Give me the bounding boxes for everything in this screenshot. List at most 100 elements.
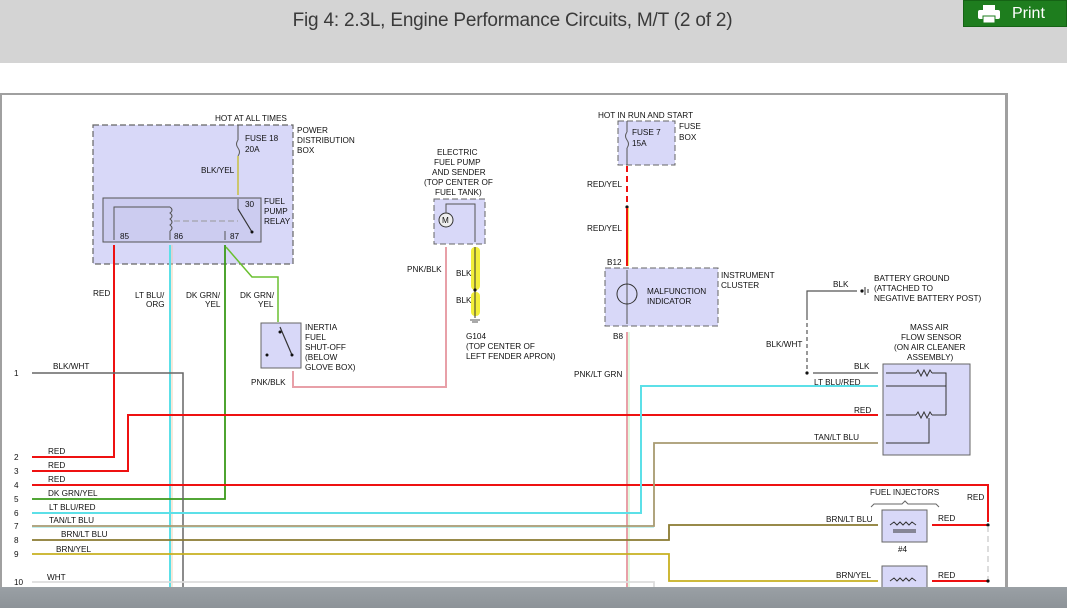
wire-3-red [32,414,878,472]
blk-label-1: BLK [456,269,472,278]
cluster-label-1: INSTRUMENT [721,271,775,280]
inj4-out-label: RED [938,514,955,523]
g104-location-2: LEFT FENDER APRON) [466,352,556,361]
pin-9-wire: BRN/YEL [56,545,91,554]
relay-switch-icon [237,208,253,233]
fuel-pump-relay [102,197,262,243]
pin-1-wire: BLK/WHT [53,362,89,371]
battery-ground: BLK BATTERY GROUND (ATTACHED TO NEGATIVE… [766,274,981,375]
pump-label-1: ELECTRIC [437,148,478,157]
pump-label-2: FUEL PUMP [434,158,481,167]
blk-label-2: BLK [456,296,472,305]
inj4-number: #4 [898,545,908,554]
pin-b12: B12 [607,258,622,267]
cluster-label-2: CLUSTER [721,281,759,290]
wire-red-85 [32,245,115,458]
pin-3-wire: RED [48,461,65,470]
maf-tan-ltblu-label: TAN/LT BLU [814,433,859,442]
relay-output-wires: RED LT BLU/ ORG DK GRN/ YEL DK GRN/ YEL [32,245,279,592]
pin-4-wire: RED [48,475,65,484]
fuse-18-icon [236,139,240,157]
bottom-scroll-bar [0,587,1067,608]
print-button[interactable]: Print [963,0,1067,27]
pnk-lt-grn-label: PNK/LT GRN [574,370,622,379]
hot-run-start-label: HOT IN RUN AND START [598,111,693,120]
relay-pin-30: 30 [245,200,255,209]
fuel-injectors: FUEL INJECTORS RED BRN/LT BLU RED #4 BRN… [826,488,990,597]
pcm-harness-wires [32,372,989,592]
fuse-18-label: FUSE 18 [245,134,279,143]
pin-2-wire: RED [48,447,65,456]
blk-yel-wire-label: BLK/YEL [201,166,235,175]
wire-7-tan-ltblu [32,442,878,527]
pin-10: 10 [14,578,24,587]
blk-wht-label: BLK/WHT [766,340,802,349]
dkgrn-label-2: YEL [205,300,221,309]
pin-3: 3 [14,467,19,476]
pin-7-wire: TAN/LT BLU [49,516,94,525]
wiring-diagram-svg: HOT AT ALL TIMES POWER DISTRIBUTION BOX … [14,111,990,597]
injectors-brace [870,500,940,508]
electric-fuel-pump: ELECTRIC FUEL PUMP AND SENDER (TOP CENTE… [407,148,556,361]
pin-7: 7 [14,522,19,531]
inertia-label-3: SHUT-OFF [305,343,346,352]
maf-label-3: (ON AIR CLEANER [894,343,966,352]
pnk-blk-label-inertia: PNK/BLK [251,378,286,387]
red-yel-label-1: RED/YEL [587,180,622,189]
print-label: Print [1012,4,1045,22]
relay-pin-86: 86 [174,232,184,241]
fuel-injectors-label: FUEL INJECTORS [870,488,940,497]
fuse-box-label-2: BOX [679,133,697,142]
ltblu-label-1: LT BLU/ [135,291,165,300]
pin-8-wire: BRN/LT BLU [61,530,108,539]
pin-b8: B8 [613,332,623,341]
pin-4: 4 [14,481,19,490]
inertia-switch-icon [279,326,293,356]
fuse-7-icon [625,131,629,149]
g104-label: G104 [466,332,486,341]
maf-ltblu-red-label: LT BLU/RED [814,378,861,387]
printer-icon [978,4,1000,23]
page-title: Fig 4: 2.3L, Engine Performance Circuits… [292,10,733,31]
relay-pin-87: 87 [230,232,240,241]
inertia-label-5: GLOVE BOX) [305,363,356,372]
red-bus-label: RED [967,493,984,502]
blk-ground-label: BLK [833,280,849,289]
ltblu-label-2: ORG [146,300,165,309]
instrument-cluster [604,267,719,327]
fuse-7-rating: 15A [632,139,647,148]
fuse-box-and-cluster: HOT IN RUN AND START FUSE 7 15A FUSE BOX… [574,111,775,592]
pin-10-wire: WHT [47,573,66,582]
pin-1: 1 [14,369,19,378]
maf-label-2: FLOW SENSOR [901,333,962,342]
battery-ground-label-1: BATTERY GROUND [874,274,950,283]
wire-1-blk-wht [32,372,184,592]
maf-red-label: RED [854,406,871,415]
mil-label-2: INDICATOR [647,297,691,306]
pin-6: 6 [14,509,19,518]
injector-4 [881,509,928,543]
inertia-fuel-shutoff: INERTIA FUEL SHUT-OFF (BELOW GLOVE BOX) … [251,247,447,388]
relay-label-2: PUMP [264,207,288,216]
maf-label-1: MASS AIR [910,323,949,332]
inertia-label-1: INERTIA [305,323,338,332]
fuse-18-rating: 20A [245,145,260,154]
maf-blk-label: BLK [854,362,870,371]
malfunction-lamp-icon [616,283,638,305]
injector-coil-icon [889,521,917,526]
wiring-diagram: HOT AT ALL TIMES POWER DISTRIBUTION BOX … [0,93,1008,608]
wire-4-red [32,484,989,522]
pin-9: 9 [14,550,19,559]
battery-ground-label-3: NEGATIVE BATTERY POST) [874,294,981,303]
dkgrn-label-1: DK GRN/ [186,291,221,300]
pin-6-wire: LT BLU/RED [49,503,96,512]
relay-label-3: RELAY [264,217,291,226]
mil-label-1: MALFUNCTION [647,287,706,296]
pump-label-4: (TOP CENTER OF [424,178,493,187]
pdb-label-2: DISTRIBUTION [297,136,355,145]
pdb-label-1: POWER [297,126,328,135]
wire-6-ltblu-red [32,385,878,514]
fuse-box-label-1: FUSE [679,122,701,131]
inj-next-out-label: RED [938,571,955,580]
pin-2: 2 [14,453,19,462]
